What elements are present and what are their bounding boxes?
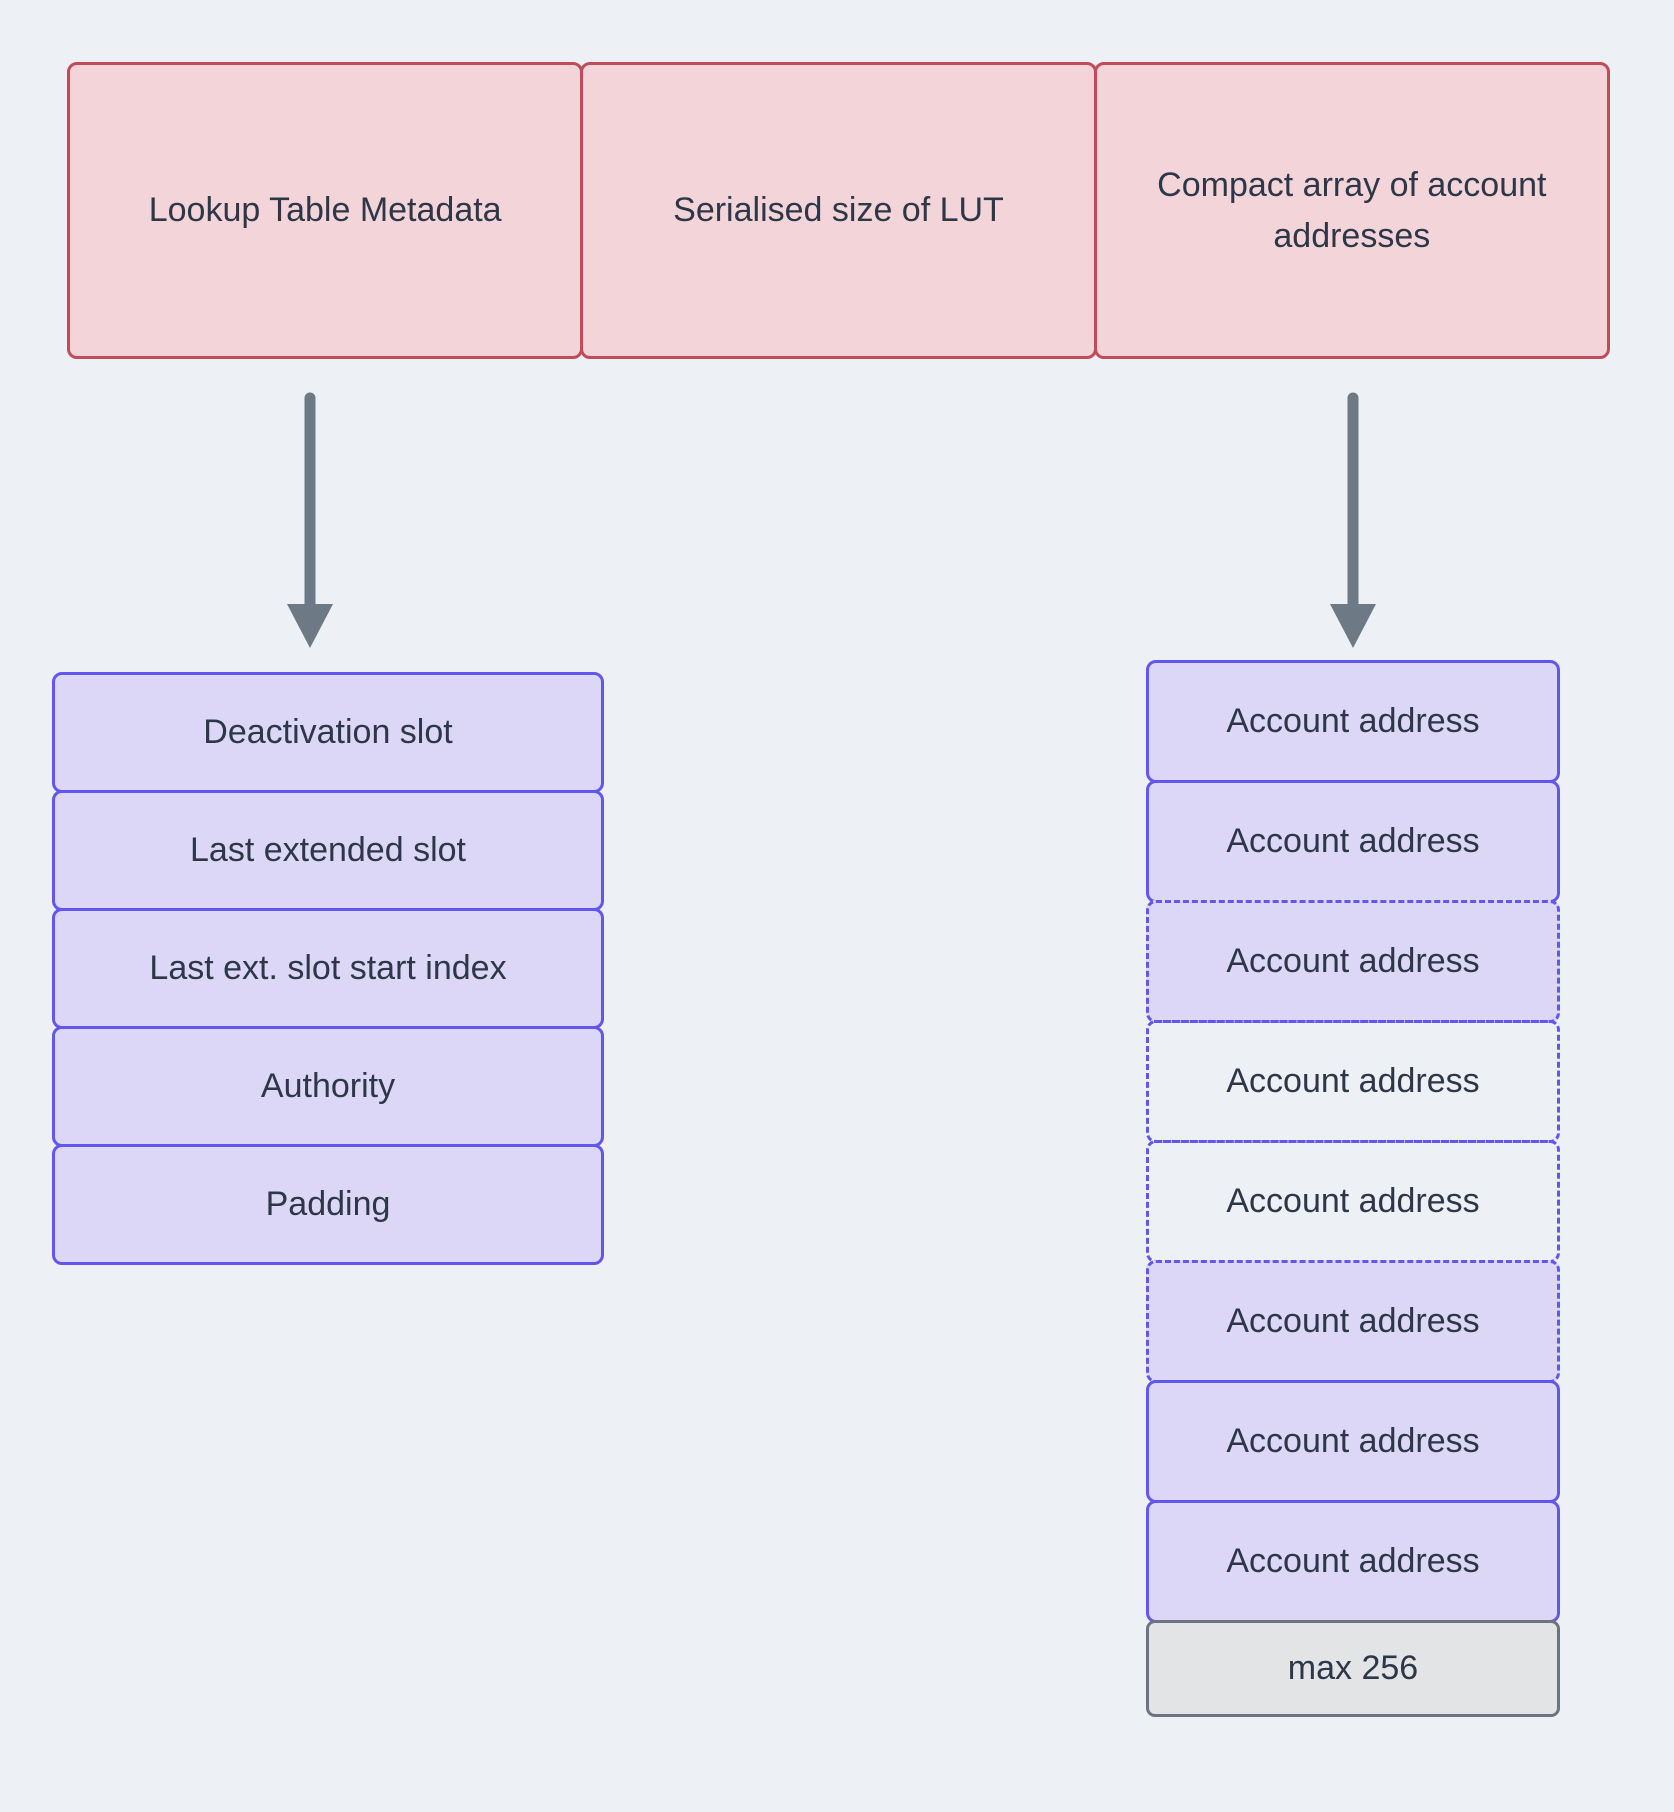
header-box-compact-array: Compact array of account addresses: [1093, 62, 1610, 359]
max-count-badge: max 256: [1146, 1620, 1560, 1717]
metadata-row-label: Padding: [265, 1185, 391, 1223]
down-arrow-addresses-icon: [1330, 392, 1376, 648]
address-row: Account address: [1146, 780, 1560, 903]
address-row-label: Account address: [1226, 1182, 1480, 1220]
address-row: Account address: [1146, 660, 1560, 783]
address-row: Account address: [1146, 1020, 1560, 1143]
address-row-label: Account address: [1226, 1422, 1480, 1460]
address-row: Account address: [1146, 900, 1560, 1023]
metadata-row-label: Last extended slot: [190, 831, 466, 869]
header-box-label: Lookup Table Metadata: [148, 191, 502, 229]
address-row: Account address: [1146, 1140, 1560, 1263]
metadata-row-label: Last ext. slot start index: [149, 949, 507, 987]
metadata-row: Last ext. slot start index: [52, 908, 604, 1029]
metadata-row-label: Authority: [260, 1067, 396, 1105]
max-count-label: max 256: [1287, 1649, 1419, 1687]
header-box-label: Compact array of account addresses: [1157, 165, 1547, 255]
address-row-label: Account address: [1226, 702, 1480, 740]
metadata-row: Authority: [52, 1026, 604, 1147]
header-row: Lookup Table Metadata Serialised size of…: [67, 62, 1610, 359]
metadata-row: Deactivation slot: [52, 672, 604, 793]
header-box-label: Serialised size of LUT: [673, 191, 1004, 229]
address-row: Account address: [1146, 1500, 1560, 1623]
address-row-label: Account address: [1226, 822, 1480, 860]
metadata-row: Padding: [52, 1144, 604, 1265]
header-box-serialised-size: Serialised size of LUT: [580, 62, 1097, 359]
address-row-label: Account address: [1226, 1302, 1480, 1340]
metadata-row: Last extended slot: [52, 790, 604, 911]
address-row-label: Account address: [1226, 942, 1480, 980]
header-box-lookup-table-metadata: Lookup Table Metadata: [67, 62, 584, 359]
address-row-label: Account address: [1226, 1542, 1480, 1580]
address-row: Account address: [1146, 1260, 1560, 1383]
metadata-row-label: Deactivation slot: [203, 713, 453, 751]
down-arrow-metadata-icon: [287, 392, 333, 648]
address-row: Account address: [1146, 1380, 1560, 1503]
address-row-label: Account address: [1226, 1062, 1480, 1100]
